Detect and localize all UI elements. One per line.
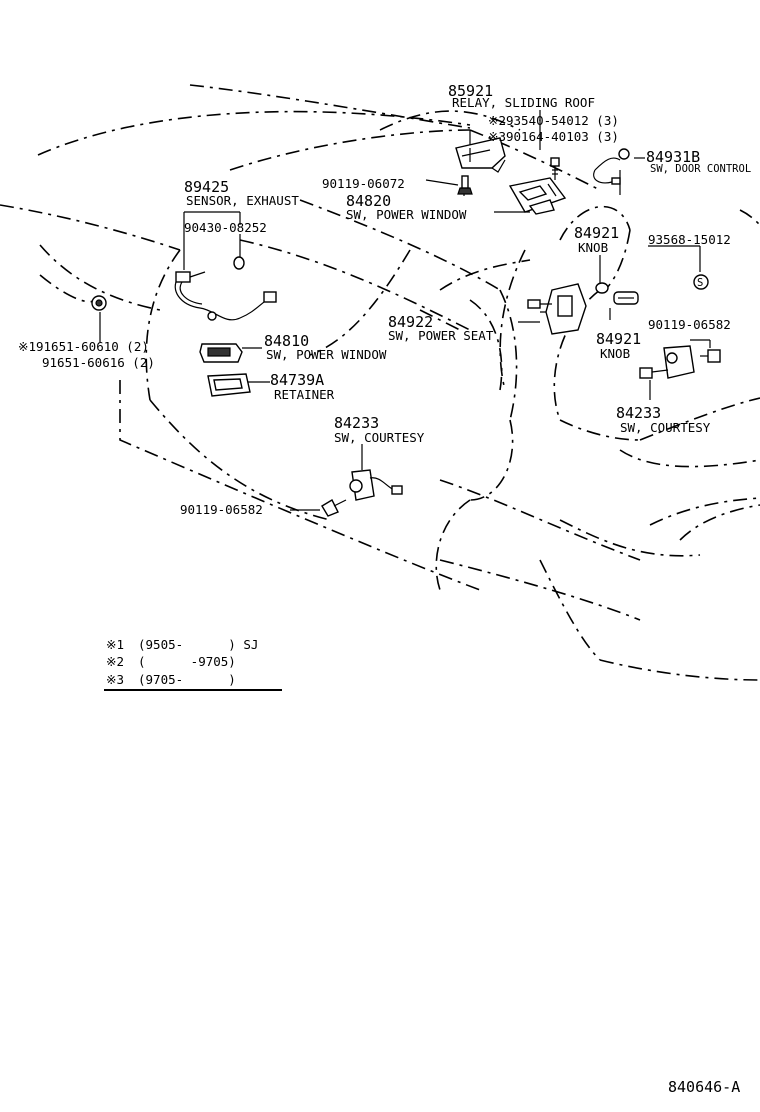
legend-range-1: (9505- ) SJ (138, 637, 258, 652)
applicability-legend: ※1 (9505- ) SJ ※2 ( -9705) ※3 (9705- ) (104, 637, 282, 691)
legend-mark-1: ※1 (106, 637, 124, 652)
svg-text:S: S (697, 277, 703, 289)
screw-90119-06072-part (457, 175, 473, 195)
relay-part-name: RELAY, SLIDING ROOF (452, 95, 595, 110)
relay-part-number: 85921 (448, 82, 493, 100)
screw-90119-06582-right-part (700, 349, 721, 363)
legend-range-2: ( -9705) (138, 654, 236, 669)
door-control-part-number: 84931B (646, 148, 700, 166)
power-window-main-part-number: 84820 (346, 192, 391, 210)
power-window-main-part-name: SW, POWER WINDOW (346, 207, 467, 222)
figure-id: 840646-A (668, 1078, 740, 1096)
knob-lower-part (613, 291, 639, 305)
nut-note-2: 91651-60616 (2) (42, 355, 155, 370)
power-seat-switch-part (527, 283, 587, 335)
retainer-part-number: 84739A (270, 371, 324, 389)
nut-note-1: ※191651-60610 (2) (18, 339, 149, 354)
relay-part (455, 137, 506, 173)
knob-top-part (595, 282, 609, 294)
sensor-part-name: SENSOR, EXHAUST (186, 193, 299, 208)
legend-mark-2: ※2 (106, 654, 124, 669)
relay-note-2: ※390164-40103 (3) (488, 129, 619, 144)
power-window-switch-part (199, 343, 243, 363)
knob-lower-part-name: KNOB (600, 346, 630, 361)
courtesy-left-part-name: SW, COURTESY (334, 430, 425, 445)
power-seat-part-name: SW, POWER SEAT (388, 328, 494, 343)
courtesy-right-part-name: SW, COURTESY (620, 420, 711, 435)
clip-93568-15012-part: S (693, 274, 709, 290)
clip-90430-08252-number: 90430-08252 (184, 220, 267, 235)
relay-note-1: ※293540-54012 (3) (488, 113, 619, 128)
screw-90119-06072-number: 90119-06072 (322, 176, 405, 191)
callout-labels: 85921 RELAY, SLIDING ROOF ※293540-54012 … (18, 82, 751, 517)
knob-top-part-name: KNOB (578, 240, 608, 255)
screw-90119-06582-left-part (321, 499, 347, 517)
power-window-sub-part-name: SW, POWER WINDOW (266, 347, 387, 362)
retainer-part (207, 373, 251, 397)
power-seat-part-number: 84922 (388, 313, 433, 331)
exhaust-sensor-part (174, 271, 277, 321)
small-bolt-part (550, 157, 560, 180)
legend-mark-3: ※3 (106, 672, 124, 687)
courtesy-switch-right-part (639, 345, 695, 379)
power-window-sub-part-number: 84810 (264, 332, 309, 350)
legend-range-3: (9705- ) (138, 672, 236, 687)
power-window-master-switch-part (508, 177, 567, 215)
courtesy-left-part-number: 84233 (334, 414, 379, 432)
knob-lower-part-number: 84921 (596, 330, 641, 348)
car-body-outline (0, 84, 760, 681)
nut-part (91, 295, 107, 311)
retainer-part-name: RETAINER (274, 387, 335, 402)
clip-90430-08252-part (233, 256, 245, 270)
sensor-part-number: 89425 (184, 178, 229, 196)
clip-93568-15012-number: 93568-15012 (648, 232, 731, 247)
courtesy-right-part-number: 84233 (616, 404, 661, 422)
courtesy-switch-left-part (349, 469, 403, 501)
door-control-switch-part (593, 148, 630, 185)
knob-top-part-number: 84921 (574, 224, 619, 242)
leader-lines (99, 110, 711, 511)
screw-90119-06582-right-number: 90119-06582 (648, 317, 731, 332)
screw-90119-06582-left-number: 90119-06582 (180, 502, 263, 517)
door-control-part-name: SW, DOOR CONTROL (650, 163, 751, 175)
